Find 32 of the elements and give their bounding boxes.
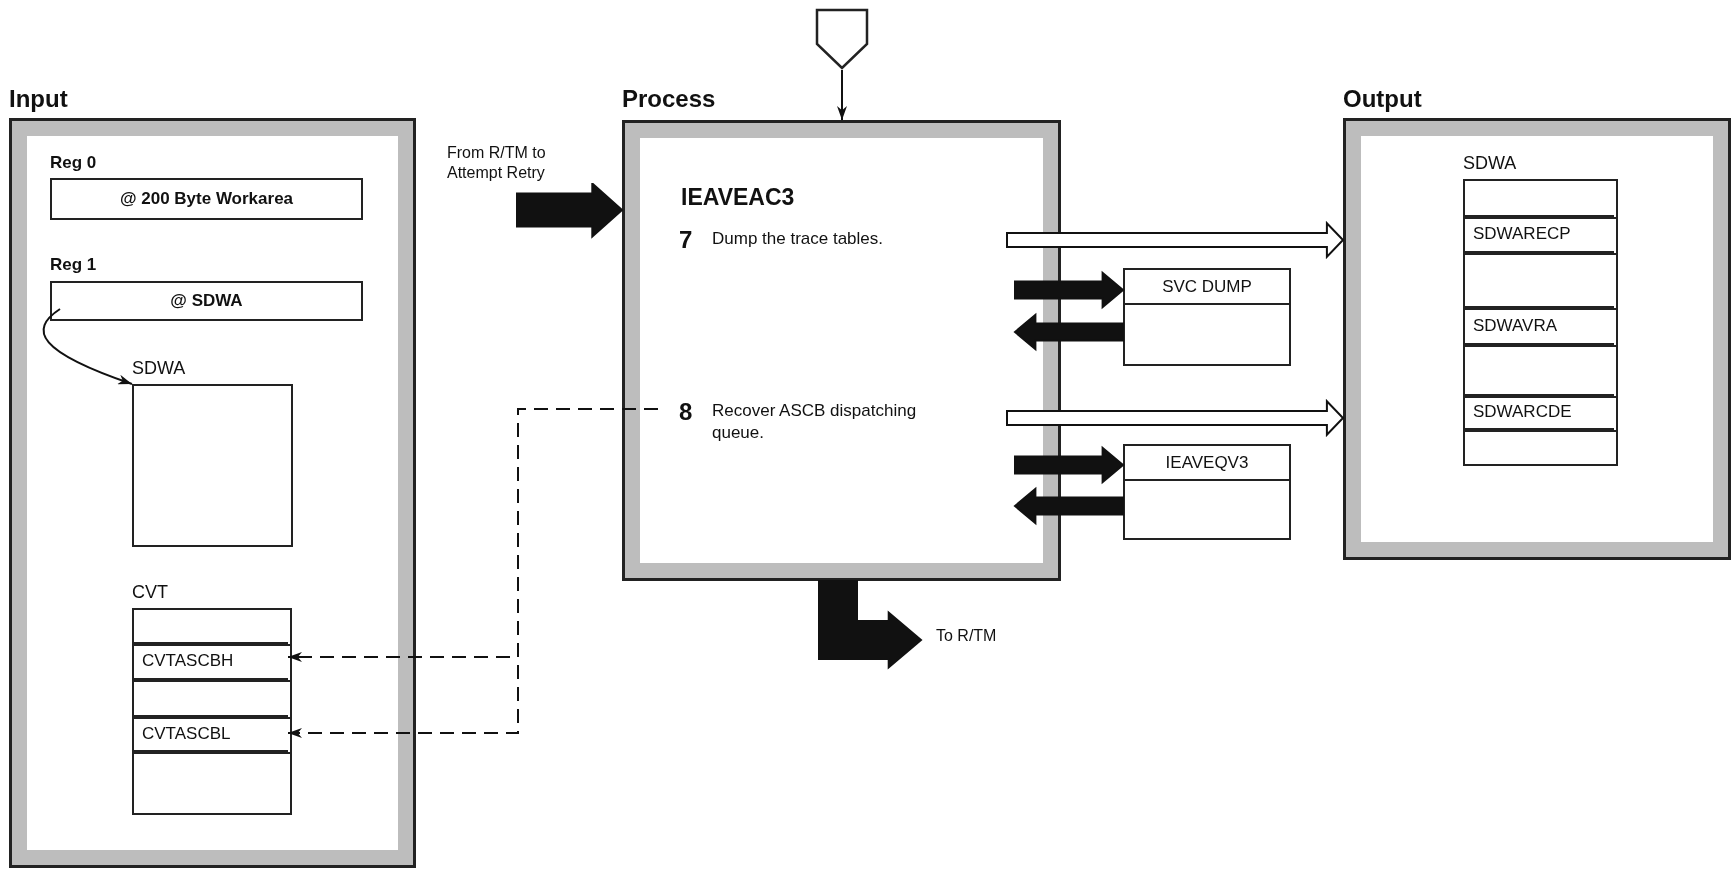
panel-heading: Output [1343,84,1422,114]
panel-heading: Process [622,84,716,114]
module-name: IEAVEAC3 [681,184,795,210]
step-text: Recover ASCB dispatching queue. [712,400,918,444]
table-heading: SDWA [132,357,186,380]
block-arrow [818,580,923,670]
module-name: SVC DUMP [1125,270,1289,305]
register-field: @ SDWA [50,281,363,321]
field-entry: SDWARCDE [1463,394,1614,430]
block-arrow [1013,312,1124,352]
hollow-arrow [1006,398,1345,438]
table-heading: SDWA [1463,152,1517,175]
block-arrow [1013,486,1124,526]
step-text: Dump the trace tables. [712,228,885,250]
table-heading: CVT [132,581,168,604]
block-arrow [516,181,624,239]
register-field: @ 200 Byte Workarea [50,178,363,220]
hollow-arrow [1006,220,1345,260]
field-entry: CVTASCBL [132,715,288,752]
field-entry: SDWAVRA [1463,306,1614,345]
block-arrow [1014,445,1125,485]
register-label: Reg 1 [50,254,97,276]
field-entry: SDWARECP [1463,215,1614,253]
edge-label: From R/TM to Attempt Retry [447,143,597,183]
step-number: 7 [679,226,693,254]
block-arrow [1014,270,1125,310]
field-entry: CVTASCBH [132,642,288,680]
register-label: Reg 0 [50,152,97,174]
step-number: 8 [679,398,693,426]
panel-heading: Input [9,84,68,114]
module-name: IEAVEQV3 [1125,446,1289,481]
arrow [837,69,847,121]
